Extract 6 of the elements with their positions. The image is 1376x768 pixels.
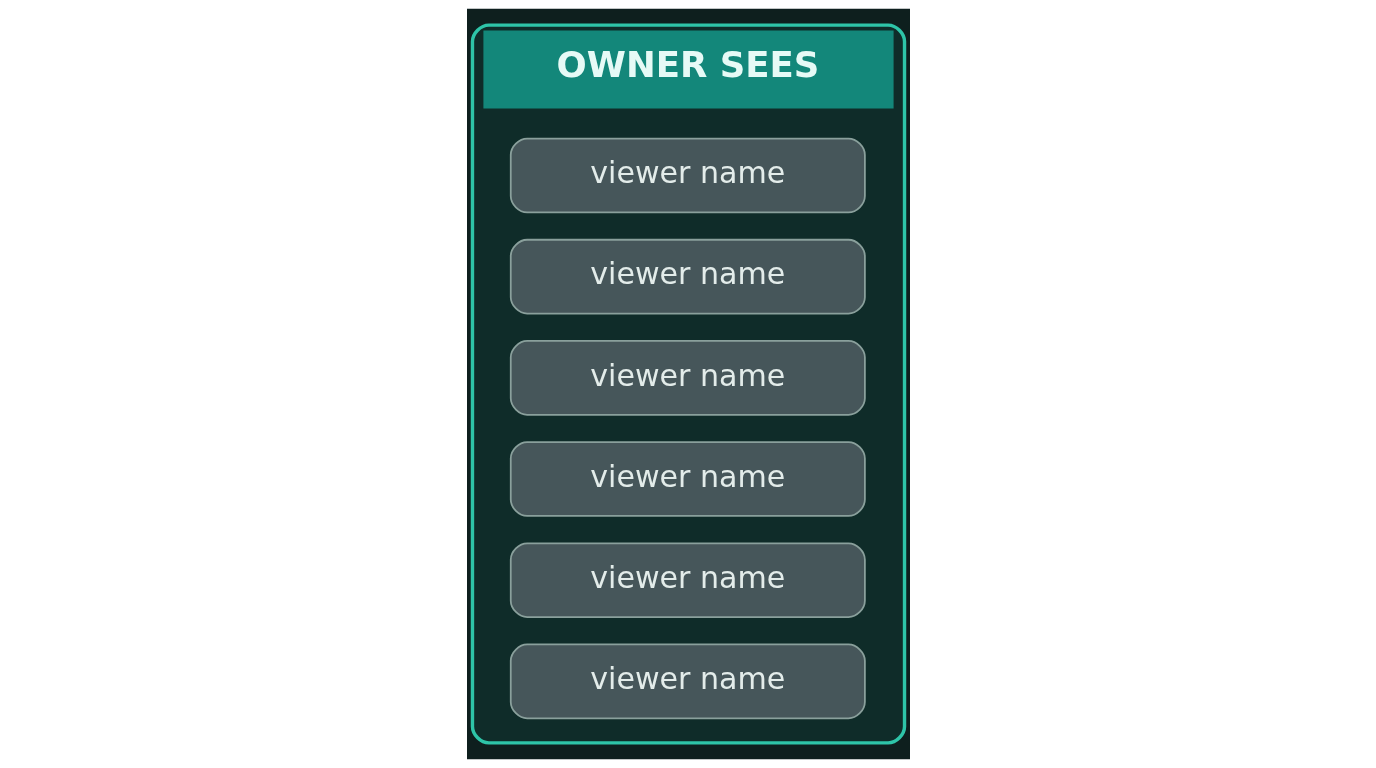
- node-box: viewer name: [509, 542, 866, 618]
- node-box: viewer name: [509, 643, 866, 720]
- node-box: viewer name: [509, 137, 866, 214]
- node-box: viewer name: [509, 238, 866, 315]
- node-box: viewer name: [509, 441, 866, 517]
- node-box: viewer name: [509, 340, 866, 416]
